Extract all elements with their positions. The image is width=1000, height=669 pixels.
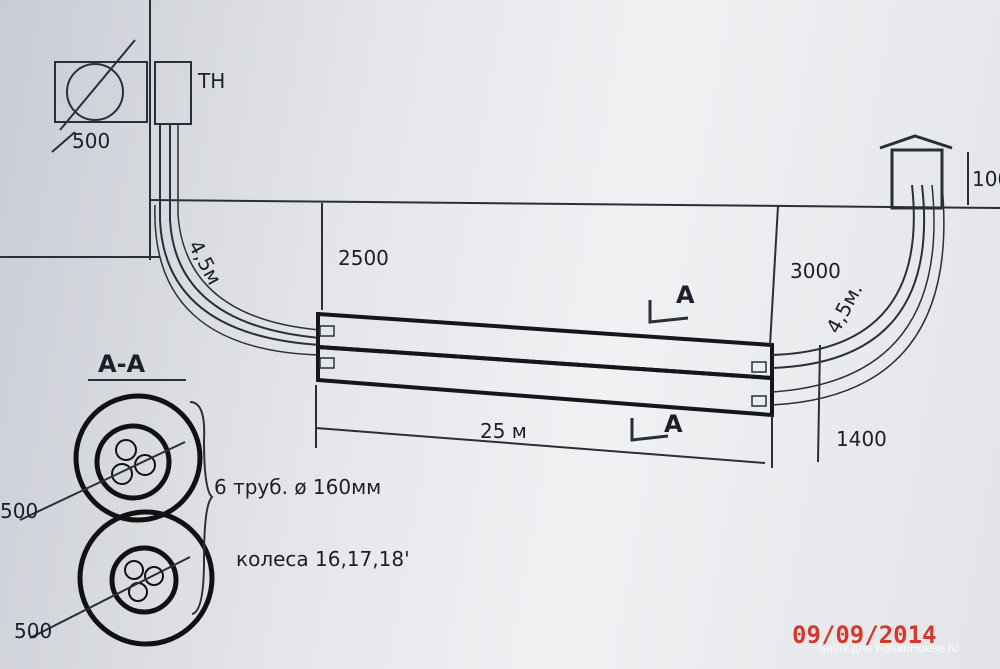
th-label: TH <box>197 69 225 93</box>
fan-icon <box>66 63 124 121</box>
wheel-dim-bottom-line <box>29 556 191 639</box>
tube-end-left-2 <box>319 357 335 369</box>
pipe-left-4 <box>154 204 321 356</box>
tube-circle-top-3 <box>111 463 133 485</box>
date-stamp: 09/09/2014 <box>792 621 937 649</box>
fan-dim-leader <box>51 131 76 153</box>
pipe-right-1 <box>771 184 915 356</box>
length-label: 25 м <box>480 419 527 443</box>
heat-exchanger-box <box>154 61 192 125</box>
section-brace <box>189 401 214 615</box>
wheel-dim-top-line <box>19 441 186 521</box>
section-outer-bottom <box>77 509 215 647</box>
section-mark-bottom <box>630 418 669 442</box>
depth-right-dim <box>769 205 779 346</box>
fan-dim-label: 500 <box>72 129 110 153</box>
wheel-dim-bottom-label: 500 <box>14 619 52 643</box>
section-inner-top <box>94 423 172 501</box>
tube-circle-top-1 <box>115 439 137 461</box>
section-mark-top-label: A <box>676 281 695 309</box>
pipe-right-4 <box>771 184 945 406</box>
height-right-label: 1400 <box>836 427 887 451</box>
intake-hut <box>890 148 944 210</box>
length-dim-line <box>315 427 766 464</box>
tube-end-left-1 <box>319 325 335 337</box>
pipe-right-2 <box>771 184 926 369</box>
wheel-dim-top-label: 500 <box>0 499 38 523</box>
pipes-note: 6 труб. ø 160мм <box>214 475 381 499</box>
fan-dim-arrow <box>59 39 136 131</box>
tube-circle-bottom-2 <box>144 566 164 586</box>
pipe-right-length-label: 4,5м. <box>821 279 867 337</box>
tube-circle-bottom-1 <box>124 560 144 580</box>
watermark: Snimi для ForumHouse.ru <box>818 641 959 655</box>
wheels-note: колеса 16,17,18' <box>236 547 410 571</box>
section-inner-bottom <box>109 545 179 615</box>
depth-left-label: 2500 <box>338 246 389 270</box>
tube-end-right-1 <box>751 361 767 373</box>
tube-end-right-2 <box>751 395 767 407</box>
section-mark-top <box>648 300 689 324</box>
pipe-left-2 <box>169 124 321 339</box>
height-right-dim <box>817 344 821 463</box>
fan-box <box>54 61 148 123</box>
depth-right-label: 3000 <box>790 259 841 283</box>
section-title: А-А <box>98 350 146 378</box>
intake-hut-roof <box>879 134 953 150</box>
tube-upper <box>316 311 774 381</box>
pipe-right-3 <box>771 184 935 393</box>
ground-line <box>149 199 1000 209</box>
section-outer-top <box>73 393 203 523</box>
pipe-left-3 <box>177 124 321 331</box>
pipe-left-1 <box>159 124 321 346</box>
tube-lower <box>316 344 774 418</box>
section-mark-bottom-label: A <box>664 410 683 438</box>
hut-height-label: 1000 <box>972 167 1000 191</box>
